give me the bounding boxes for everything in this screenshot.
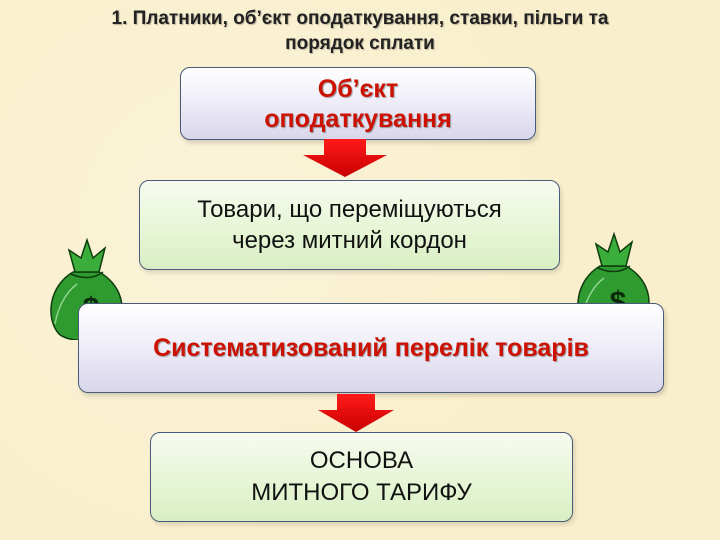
slide-title: 1. Платники, об’єкт оподаткування, ставк… <box>20 6 700 56</box>
goods-list-text: Систематизований перелік товарів <box>153 334 589 362</box>
down-arrow-icon <box>318 394 394 432</box>
goods-list-box: Систематизований перелік товарів <box>78 303 664 393</box>
goods-line-1: Товари, що переміщуються <box>197 196 502 223</box>
tariff-basis-line-2: МИТНОГО ТАРИФУ <box>251 479 472 506</box>
tax-object-box: Об’єкт оподаткування <box>180 67 536 140</box>
goods-crossing-border-box: Товари, що переміщуються через митний ко… <box>139 180 560 270</box>
slide-title-line-1: 1. Платники, об’єкт оподаткування, ставк… <box>111 8 609 29</box>
customs-tariff-basis-box: ОСНОВА МИТНОГО ТАРИФУ <box>150 432 573 522</box>
slide-title-line-2: порядок сплати <box>285 33 435 54</box>
tax-object-line-2: оподаткування <box>264 104 452 133</box>
goods-line-2: через митний кордон <box>232 227 467 254</box>
down-arrow-icon <box>303 139 387 177</box>
tariff-basis-line-1: ОСНОВА <box>309 447 414 474</box>
tax-object-line-1: Об’єкт <box>317 74 399 103</box>
